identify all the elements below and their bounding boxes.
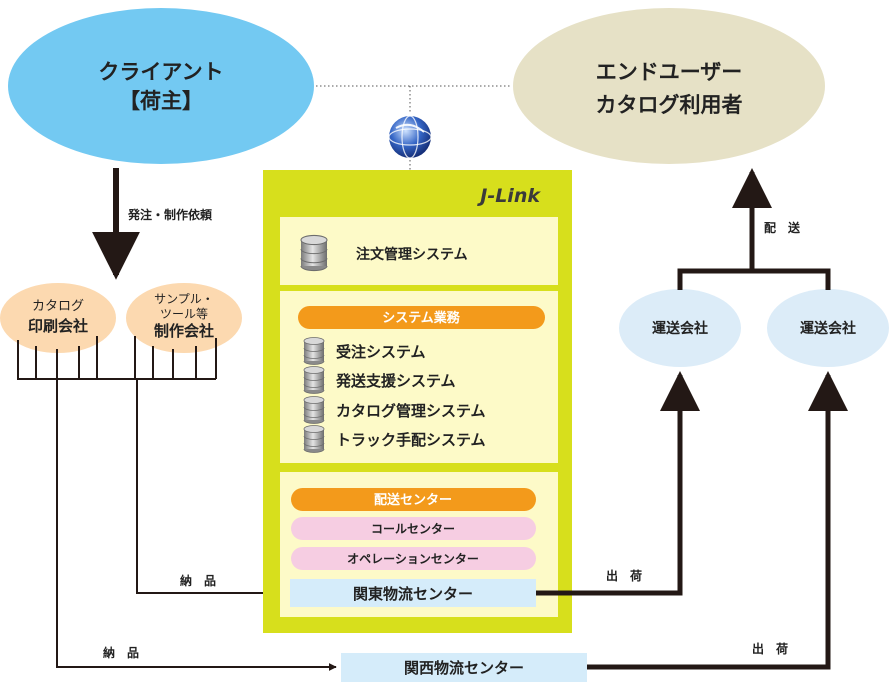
order-db-icon (300, 234, 328, 272)
order-system-label: 注文管理システム (356, 246, 468, 263)
delivery-arrow-kansai (56, 379, 337, 671)
kanto-center-box (290, 579, 536, 607)
globe-icon (388, 115, 432, 159)
end-user-label: エンドユーザー (596, 60, 743, 84)
kansai-center-label: 関西物流センター (404, 659, 524, 677)
shipping-label-kansai: 出 荷 (752, 641, 788, 656)
db-icon-2 (303, 366, 325, 394)
carrier-merge-line (677, 268, 831, 290)
printer-label-1: カタログ (32, 299, 84, 314)
end-user-sublabel: カタログ利用者 (596, 93, 743, 117)
call-center-label: コールセンター (371, 522, 455, 536)
delivery-label-kanto: 納 品 (180, 573, 216, 588)
system-ops-bar (298, 306, 545, 329)
maker-label-2: ツール等 (160, 307, 208, 321)
system-ops-title: システム業務 (382, 310, 461, 326)
carrier-node-2: 運送会社 (767, 289, 889, 367)
kanto-center-label: 関東物流センター (353, 585, 473, 603)
shipping-label-kanto: 出 荷 (606, 568, 642, 583)
delivery-arrow-kanto (136, 379, 287, 597)
haisou-center-label: 配送センター (374, 492, 452, 508)
order-request-label: 発注・制作依頼 (127, 207, 213, 222)
system-item-4: トラック手配システム (336, 431, 486, 449)
printer-company-node: カタログ 印刷会社 (0, 283, 116, 353)
client-node: クライアント 【荷主】 (8, 8, 314, 164)
operation-center-label: オペレーションセンター (347, 552, 479, 566)
db-icon-3 (303, 396, 325, 424)
maker-company-node: サンプル・ ツール等 制作会社 (126, 283, 242, 353)
printer-label-2: 印刷会社 (28, 317, 88, 335)
maker-label-3: 制作会社 (154, 322, 214, 340)
jlink-logo: J-Link (476, 185, 541, 207)
haisou-center-bar (291, 488, 536, 511)
delivery-to-enduser-label: 配 送 (764, 220, 801, 235)
shipping-arrow-kansai (587, 371, 848, 670)
client-sublabel: 【荷主】 (119, 89, 203, 113)
call-center-bar (291, 517, 536, 540)
db-icon-4 (303, 425, 325, 453)
db-icon-1 (303, 337, 325, 365)
system-item-3: カタログ管理システム (336, 402, 486, 420)
delivery-label-kansai: 納 品 (103, 645, 139, 660)
carrier-node-1: 運送会社 (619, 289, 741, 367)
end-user-node: エンドユーザー カタログ利用者 (513, 8, 825, 164)
company-comb-lines (17, 336, 217, 380)
system-item-2: 発送支援システム (335, 372, 456, 390)
kansai-center-box (341, 653, 587, 682)
carrier-label-1: 運送会社 (652, 320, 708, 337)
carrier-label-2: 運送会社 (800, 320, 856, 337)
maker-label-1: サンプル・ (154, 292, 214, 306)
client-label: クライアント (98, 60, 223, 84)
system-item-1: 受注システム (336, 343, 426, 361)
shipping-arrow-kanto (536, 371, 700, 596)
operation-center-bar (291, 547, 536, 570)
